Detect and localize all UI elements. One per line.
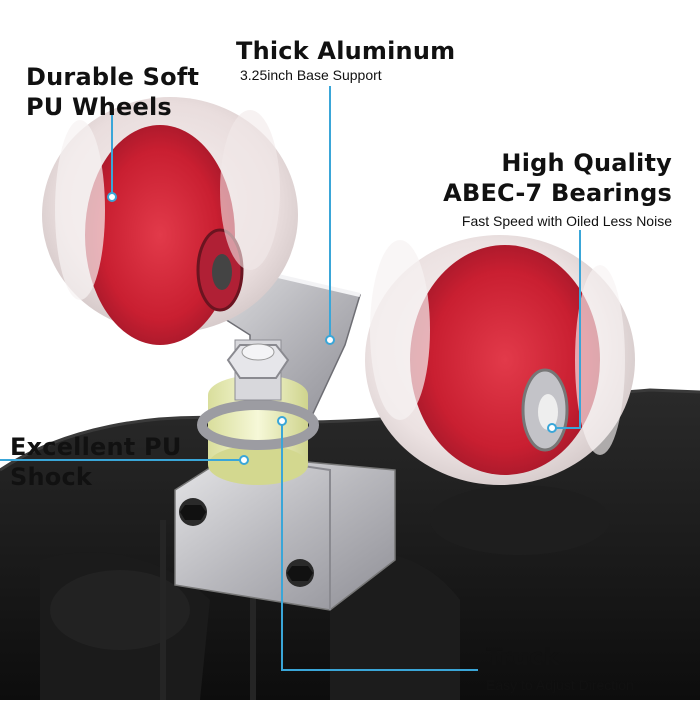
right-wheel [365,235,635,485]
bolt-icon [179,498,207,526]
truck-subtitle: Easy to Adjust Direction [486,677,634,693]
wheels-title-line2: PU Wheels [26,93,172,121]
aluminum-callout: Thick Aluminum 3.25inch Base Support [236,36,455,84]
callout-lines [0,86,581,671]
shock-title-line2: Shock [10,463,93,491]
left-wheel [42,97,298,345]
bearings-subtitle: Fast Speed with Oiled Less Noise [461,213,672,229]
bolt-icon [286,559,314,587]
shock-title-line1: Excellent PU [10,433,182,461]
wheels-callout: Durable Soft PU Wheels [26,62,199,122]
bearings-title-line2: ABEC-7 Bearings [443,179,672,207]
bearings-title-line1: High Quality [501,149,672,177]
bearings-callout: High Quality ABEC-7 Bearings Fast Speed … [443,148,672,230]
shock-callout: Excellent PU Shock [10,432,182,492]
wheels-title-line1: Durable Soft [26,63,200,91]
washer [197,400,319,450]
aluminum-subtitle: 3.25inch Base Support [240,67,382,83]
truck-callout: Truck Easy to Adjust Direction [486,642,634,694]
truck-title: Truck [486,643,560,671]
aluminum-title: Thick Aluminum [236,37,456,65]
